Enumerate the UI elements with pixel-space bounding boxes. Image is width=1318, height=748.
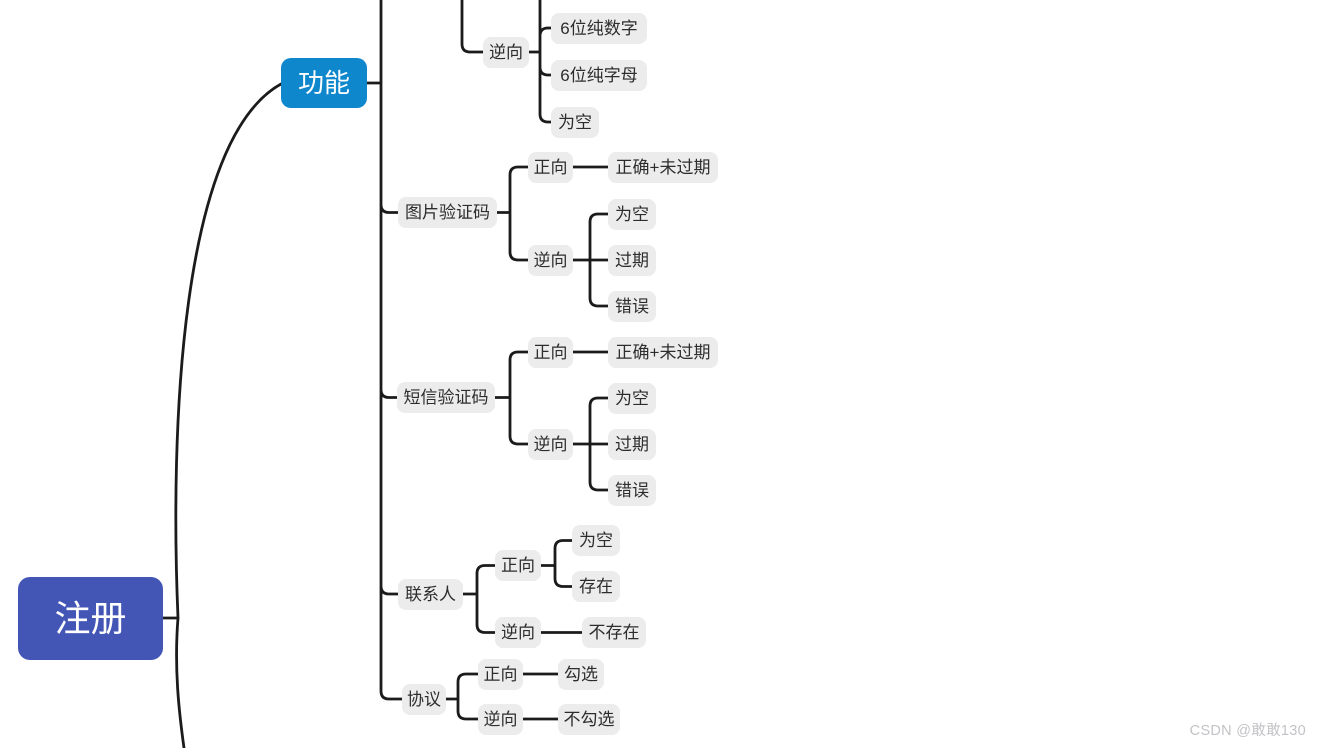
connector-contact-branch xyxy=(461,539,584,634)
connector-function-children xyxy=(365,0,404,701)
node-register[interactable]: 注册 xyxy=(18,577,163,660)
node-contact-positive-exists[interactable]: 存在 xyxy=(572,571,620,602)
node-agreement-positive[interactable]: 正向 xyxy=(478,659,523,690)
node-sms-captcha[interactable]: 短信验证码 xyxy=(397,382,495,413)
node-contact-positive-empty[interactable]: 为空 xyxy=(572,525,620,556)
node-sms-negative-empty[interactable]: 为空 xyxy=(608,383,656,414)
node-contact-negative-result[interactable]: 不存在 xyxy=(582,617,646,648)
connector-image-captcha-branch xyxy=(495,165,610,308)
node-agreement-negative-result[interactable]: 不勾选 xyxy=(558,704,620,735)
connector-top-cutoff-branch xyxy=(460,0,553,124)
node-sms-positive-result[interactable]: 正确+未过期 xyxy=(608,337,718,368)
node-sms-positive[interactable]: 正向 xyxy=(528,337,573,368)
node-agreement-positive-result[interactable]: 勾选 xyxy=(558,659,604,690)
node-top-6-digits[interactable]: 6位纯数字 xyxy=(551,13,647,44)
connector-agreement-branch xyxy=(444,672,560,721)
node-sms-negative-wrong[interactable]: 错误 xyxy=(608,475,656,506)
node-top-empty[interactable]: 为空 xyxy=(551,107,599,138)
node-image-negative[interactable]: 逆向 xyxy=(528,245,573,276)
node-sms-negative-expired[interactable]: 过期 xyxy=(608,429,656,460)
node-top-negative[interactable]: 逆向 xyxy=(483,37,529,68)
csdn-watermark: CSDN @敢敢130 xyxy=(1189,723,1306,739)
node-sms-negative[interactable]: 逆向 xyxy=(528,429,573,460)
node-image-negative-expired[interactable]: 过期 xyxy=(608,245,656,276)
node-contact[interactable]: 联系人 xyxy=(398,579,463,610)
node-contact-negative[interactable]: 逆向 xyxy=(495,617,541,648)
node-agreement[interactable]: 协议 xyxy=(402,684,446,715)
node-image-positive[interactable]: 正向 xyxy=(528,152,573,183)
node-image-negative-empty[interactable]: 为空 xyxy=(608,199,656,230)
node-agreement-negative[interactable]: 逆向 xyxy=(478,704,523,735)
node-top-6-letters[interactable]: 6位纯字母 xyxy=(551,60,647,91)
node-function[interactable]: 功能 xyxy=(281,58,367,108)
node-image-captcha[interactable]: 图片验证码 xyxy=(398,197,497,228)
node-image-negative-wrong[interactable]: 错误 xyxy=(608,291,656,322)
connector-root-branches xyxy=(161,82,283,748)
connector-sms-captcha-branch xyxy=(493,350,610,492)
node-image-positive-result[interactable]: 正确+未过期 xyxy=(608,152,718,183)
node-contact-positive[interactable]: 正向 xyxy=(495,550,541,581)
